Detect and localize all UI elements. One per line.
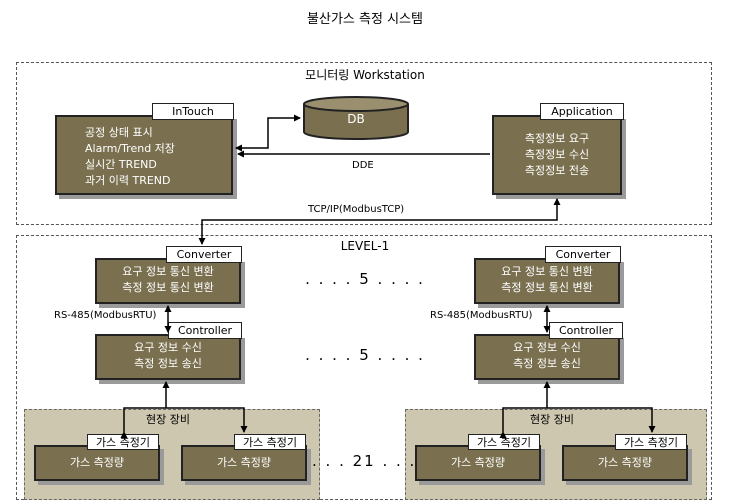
controller-box-right: 요구 정보 수신 측정 정보 송신 (474, 334, 620, 380)
application-line: 측정정보 전송 (524, 164, 590, 177)
sensor-value: 가스 측정량 (216, 456, 272, 469)
intouch-db-connector (235, 114, 301, 152)
diagram-title: 불산가스 측정 시스템 (307, 12, 423, 27)
converter-line: 측정 정보 통신 변환 (501, 281, 593, 294)
application-line: 측정정보 수신 (524, 148, 590, 161)
intouch-tab: InTouch (152, 103, 234, 120)
dde-label: DDE (352, 160, 374, 171)
controller-line: 요구 정보 수신 (513, 341, 581, 354)
converter-tab-left: Converter (166, 246, 242, 263)
controller-count-dots: . . . . 5 . . . . (305, 346, 425, 364)
controller-box-left: 요구 정보 수신 측정 정보 송신 (95, 334, 241, 380)
application-box: 측정정보 요구 측정정보 수신 측정정보 전송 (492, 115, 622, 195)
sensor-tab: 가스 측정기 (87, 434, 159, 450)
intouch-line: Alarm/Trend 저장 (85, 142, 175, 155)
tcp-bus-connector (198, 198, 561, 245)
sensor-tab: 가스 측정기 (234, 434, 306, 450)
converter-count-dots: . . . . 5 . . . . (305, 270, 425, 288)
field-branch-left (120, 407, 248, 438)
field-label-right: 현장 장비 (526, 411, 578, 427)
workstation-label: 모니터링 Workstation (305, 68, 425, 82)
sensor-count-dots: . . . 21 . . . (312, 452, 417, 470)
field-label-left: 현장 장비 (142, 411, 194, 427)
controller-line: 요구 정보 수신 (134, 341, 202, 354)
converter-box-left: 요구 정보 통신 변환 측정 정보 통신 변환 (95, 258, 241, 304)
controller-tab-left: Controller (168, 322, 242, 339)
field-branch-right (499, 407, 656, 438)
intouch-line: 실시간 TREND (85, 158, 157, 171)
sensor-box: 가스 측정량 (34, 445, 160, 481)
controller-line: 측정 정보 송신 (513, 357, 581, 370)
sensor-value: 가스 측정량 (597, 456, 653, 469)
application-line: 측정정보 요구 (524, 132, 590, 145)
rs485-label-right: RS-485(ModbusRTU) (430, 310, 533, 321)
sensor-box: 가스 측정량 (181, 445, 307, 481)
rs485-label-left: RS-485(ModbusRTU) (54, 310, 157, 321)
application-tab: Application (540, 103, 624, 120)
sensor-value: 가스 측정량 (450, 456, 506, 469)
sensor-box: 가스 측정량 (415, 445, 541, 481)
converter-line: 요구 정보 통신 변환 (501, 265, 593, 278)
db-cylinder-icon (303, 96, 409, 140)
controller-line: 측정 정보 송신 (134, 357, 202, 370)
intouch-line: 공정 상태 표시 (85, 126, 153, 139)
intouch-line: 과거 이력 TREND (85, 174, 171, 187)
converter-line: 요구 정보 통신 변환 (122, 265, 214, 278)
sensor-value: 가스 측정량 (69, 456, 125, 469)
intouch-box: 공정 상태 표시 Alarm/Trend 저장 실시간 TREND 과거 이력 … (55, 115, 233, 195)
controller-tab-right: Controller (549, 322, 623, 339)
db-label: DB (347, 112, 365, 126)
converter-tab-right: Converter (545, 246, 621, 263)
converter-line: 측정 정보 통신 변환 (122, 281, 214, 294)
converter-box-right: 요구 정보 통신 변환 측정 정보 통신 변환 (474, 258, 620, 304)
